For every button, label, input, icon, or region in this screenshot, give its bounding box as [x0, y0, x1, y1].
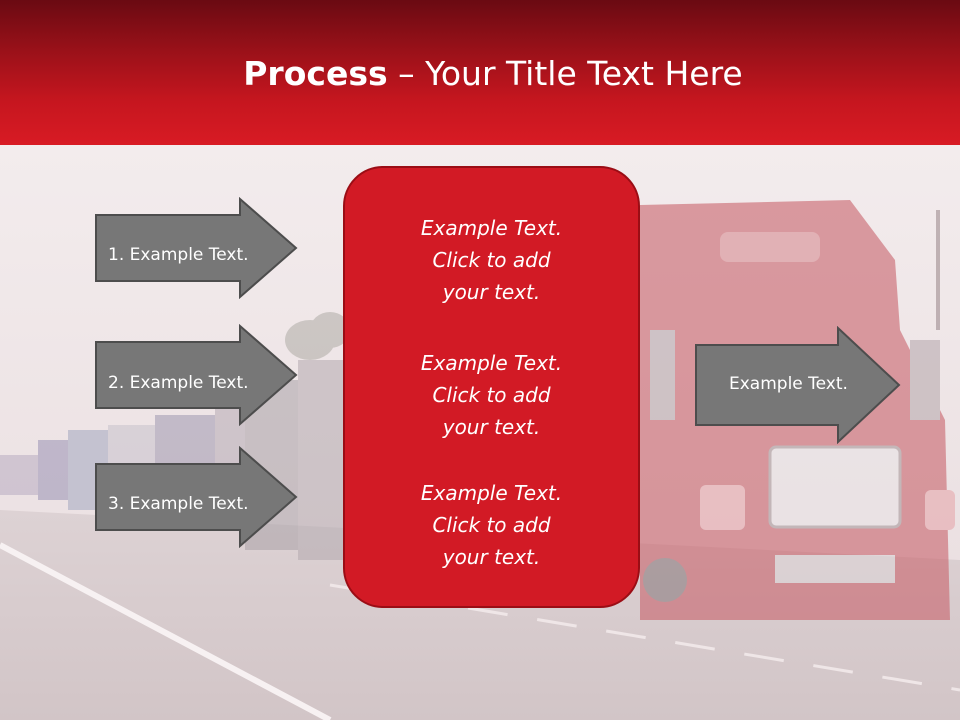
title-banner	[0, 0, 960, 145]
result-arrow: Example Text.	[694, 325, 902, 445]
step-3-label: 3. Example Text.	[108, 494, 249, 514]
arrow-right-icon	[95, 323, 298, 427]
center-block-1-line-3: your text.	[442, 280, 541, 304]
arrow-right-icon	[695, 325, 901, 445]
center-block-3: Example Text. Click to add your text.	[343, 477, 640, 573]
result-label: Example Text.	[729, 374, 848, 394]
step-1-label: 1. Example Text.	[108, 245, 249, 265]
center-block-3-line-2: Click to add	[432, 513, 551, 537]
center-block-2-line-3: your text.	[442, 415, 541, 439]
center-block-3-line-3: your text.	[442, 545, 541, 569]
center-block-1-line-1: Example Text.	[420, 216, 563, 240]
slide-title: Process – Your Title Text Here	[0, 52, 960, 96]
center-text-box	[343, 166, 640, 608]
step-1-arrow: 1. Example Text.	[94, 196, 299, 300]
arrow-right-icon	[95, 445, 298, 549]
title-bold: Process	[243, 54, 388, 93]
center-block-1: Example Text. Click to add your text.	[343, 212, 640, 308]
step-2-label: 2. Example Text.	[108, 373, 249, 393]
step-2-arrow: 2. Example Text.	[94, 323, 299, 427]
center-block-3-line-1: Example Text.	[420, 481, 563, 505]
center-block-1-line-2: Click to add	[432, 248, 551, 272]
center-block-2-line-1: Example Text.	[420, 351, 563, 375]
center-block-2-line-2: Click to add	[432, 383, 551, 407]
title-rest: – Your Title Text Here	[387, 54, 743, 93]
center-block-2: Example Text. Click to add your text.	[343, 347, 640, 443]
arrow-right-icon	[95, 196, 298, 300]
step-3-arrow: 3. Example Text.	[94, 445, 299, 549]
